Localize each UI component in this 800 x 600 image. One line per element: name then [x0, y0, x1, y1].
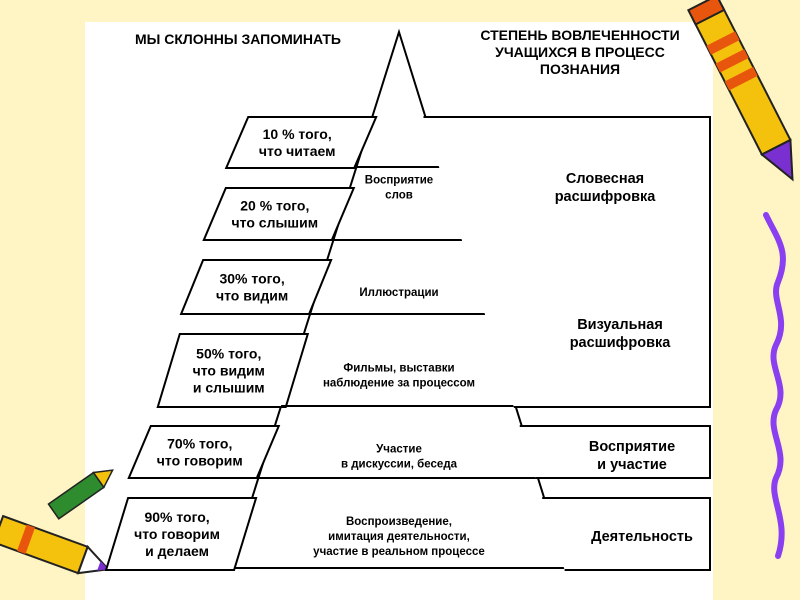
pyramid-level-text: в дискуссии, беседа [341, 459, 458, 471]
percent-text: 50% того, [196, 346, 261, 362]
percent-text: что говорим [157, 453, 243, 469]
percent-text: что слышим [232, 215, 319, 231]
pyramid-level-text: наблюдение за процессом [323, 378, 475, 390]
percent-level-3: 30% того,что видим [179, 259, 333, 315]
pyramid-level-text: Фильмы, выставки [343, 363, 454, 375]
pyramid-level-text: имитация деятельности, [328, 531, 470, 543]
pyramid-level-text: Иллюстрации [359, 287, 438, 299]
side-label-text: Словесная [566, 171, 644, 187]
percent-text: что видим [216, 288, 288, 304]
pyramid-level-text: участие в реальном процессе [313, 546, 485, 558]
squiggle-right-icon [763, 212, 786, 559]
percent-text: 10 % того, [263, 126, 332, 142]
percent-box [224, 116, 378, 169]
pyramid-level-text: слов [385, 190, 413, 202]
side-box-2 [519, 425, 711, 479]
percent-box [179, 259, 333, 315]
pencil-top-right-icon [686, 0, 794, 182]
percent-text: 70% того, [167, 436, 232, 452]
header-right-line: ПОЗНАНИЯ [540, 61, 620, 77]
side-box-1 [423, 116, 711, 408]
percent-text: что видим [193, 363, 265, 379]
pencils-bottom-left-icon [0, 469, 114, 575]
side-label-text: Деятельность [591, 529, 693, 545]
side-label-text: и участие [597, 457, 667, 473]
side-label-text: Восприятие [589, 439, 675, 455]
percent-box [104, 497, 258, 571]
side-label-text: расшифровка [555, 189, 657, 205]
percent-level-2: 20 % того,что слышим [202, 187, 356, 241]
side-label-text: Визуальная [577, 317, 663, 333]
percent-box [202, 187, 356, 241]
percent-text: 90% того, [144, 509, 209, 525]
pyramid-level-text: Участие [376, 444, 422, 456]
percent-text: и слышим [193, 380, 265, 396]
header-left: МЫ СКЛОННЫ ЗАПОМИНАТЬ [135, 31, 341, 47]
pyramid-level-text: Воспроизведение, [346, 516, 452, 528]
percent-text: что говорим [134, 526, 220, 542]
percent-level-1: 10 % того,что читаем [224, 116, 378, 169]
percent-text: 20 % того, [240, 198, 309, 214]
percent-text: что читаем [259, 143, 336, 159]
side-box-3 [542, 497, 711, 571]
percent-text: 30% того, [219, 271, 284, 287]
percent-box [127, 425, 281, 479]
side-label-text: расшифровка [570, 335, 672, 351]
header-right-line: СТЕПЕНЬ ВОВЛЕЧЕННОСТИ [480, 27, 679, 43]
header-right-line: УЧАЩИХСЯ В ПРОЦЕСС [495, 44, 665, 60]
percent-text: и делаем [145, 543, 209, 559]
pyramid-level-text: Восприятие [365, 175, 433, 187]
percent-level-5: 70% того,что говорим [127, 425, 281, 479]
